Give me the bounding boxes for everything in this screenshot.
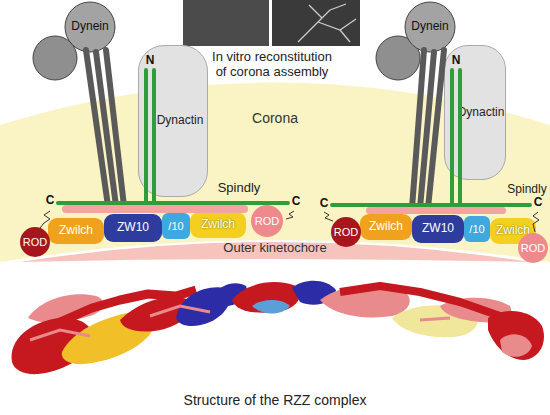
protein-label: Spindly: [505, 183, 549, 197]
corona-band-outline: [0, 83, 550, 263]
dynein-head: Dynein: [64, 1, 116, 53]
density-rod: [500, 334, 532, 356]
node-text: ROD: [334, 226, 358, 239]
kinetochore-band-outline: [20, 242, 530, 262]
rod-domain-outline: [331, 217, 361, 247]
dynein-head-outline: [405, 2, 455, 52]
density-zw10: [252, 300, 290, 314]
node-text: ROD: [23, 236, 47, 249]
density-rod: [232, 282, 300, 313]
node-text: Zwilch: [59, 224, 93, 238]
rod-domain: ROD: [330, 216, 362, 248]
terminus-label: N: [144, 54, 156, 68]
dynein-head: Dynein: [404, 1, 456, 53]
rod-domain: ROD: [250, 204, 284, 238]
zwilch-box: Zwilch: [190, 212, 246, 238]
node-text: Dynactin: [157, 114, 204, 128]
rod-domain: ROD: [517, 232, 549, 264]
node-text: /10: [469, 223, 484, 236]
filament: [298, 4, 356, 42]
node-text: ZW10: [117, 221, 149, 235]
node-text: Outer kinetochore: [223, 241, 326, 256]
rod-domain-outline: [518, 233, 548, 263]
terminus-label: C: [532, 196, 544, 210]
dynactin-box: Dynactin: [138, 45, 208, 197]
density-rod: [488, 311, 544, 360]
zw10-box: ZW10: [104, 214, 162, 242]
zw10-box: /10: [464, 216, 490, 242]
terminus-label: C: [290, 195, 302, 209]
protein-label: Spindly: [214, 181, 264, 196]
node-text: Zwilch: [201, 218, 235, 232]
micrograph-panel: [183, 0, 269, 46]
node-text: /10: [168, 220, 183, 233]
micrograph-panel: [272, 0, 360, 46]
node-text: Dynein: [71, 20, 108, 34]
zw10-box: /10: [162, 213, 190, 239]
node-text: Dynein: [411, 20, 448, 34]
dynein-head-outline: [65, 2, 115, 52]
zwilch-box: Zwilch: [360, 214, 412, 240]
zwilch-box: Zwilch: [48, 218, 104, 244]
terminus-label: C: [318, 197, 330, 211]
terminus-label: C: [44, 194, 56, 208]
terminus-label: N: [450, 54, 462, 68]
node-text: Corona: [252, 110, 298, 126]
density-texture: [30, 296, 450, 340]
node-text: ROD: [521, 242, 545, 255]
rod-domain-outline: [20, 227, 50, 257]
rod-domain-outline: [251, 205, 283, 237]
panel-title: In vitro reconstitution of corona assemb…: [208, 50, 336, 80]
zw10-box: ZW10: [412, 215, 464, 243]
node-text: Dynactin: [458, 106, 505, 120]
node-text: ZW10: [422, 222, 454, 236]
node-text: ROD: [255, 215, 279, 228]
rod-domain: ROD: [19, 226, 51, 258]
node-text: Zwilch: [369, 220, 403, 234]
structure-caption: Structure of the RZZ complex: [110, 392, 440, 408]
